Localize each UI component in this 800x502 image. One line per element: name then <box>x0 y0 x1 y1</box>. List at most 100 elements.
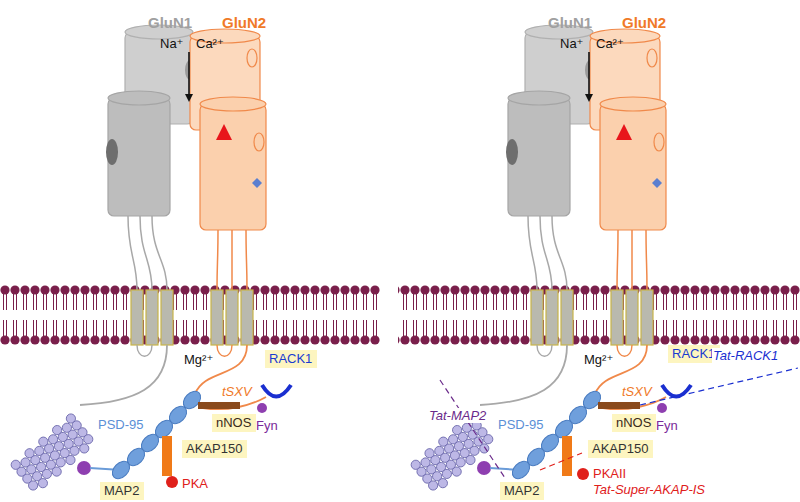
ion-flow-arrow <box>188 52 190 100</box>
map2-protein <box>77 461 91 475</box>
glun2-domain <box>200 97 266 111</box>
rack1-protein <box>262 385 291 397</box>
diagram-label: Ca²⁺ <box>596 36 624 51</box>
glun1-site <box>106 139 118 165</box>
loop <box>537 345 552 356</box>
diagram-label: Fyn <box>256 418 278 433</box>
pka-protein <box>166 476 178 488</box>
tm-helix <box>641 290 653 345</box>
protein-name: MAP2 <box>104 484 140 498</box>
panel <box>398 25 800 495</box>
diagram-label: Tat-Super-AKAP-IS <box>593 482 705 497</box>
glun1-domain <box>508 91 570 105</box>
glun2-domain <box>600 104 666 230</box>
microtubule <box>409 412 497 495</box>
glun1-c-tail <box>480 345 567 405</box>
diagram-label: GluN2 <box>622 14 666 31</box>
protein-name: RACK1 <box>672 347 716 361</box>
linker <box>646 230 647 290</box>
akap150-protein <box>162 436 172 476</box>
diagram-label: Mg²⁺ <box>184 352 213 367</box>
glun1-domain <box>108 91 170 105</box>
protein-name: RACK1 <box>269 352 313 366</box>
pdz-domain <box>509 458 533 482</box>
tat-akap-line <box>540 453 582 470</box>
diagram-label: PSD-95 <box>98 417 144 432</box>
diagram-label: Fyn <box>656 418 678 433</box>
tm-helix <box>131 290 143 345</box>
glun2-domain <box>200 104 266 230</box>
glun2-site <box>247 49 257 67</box>
tm-helix <box>546 290 558 345</box>
loop <box>137 345 152 356</box>
lipid-bilayer <box>0 285 380 345</box>
fyn-protein <box>657 403 667 413</box>
loop <box>617 345 632 356</box>
linker <box>631 230 633 290</box>
linker <box>217 230 218 290</box>
panel <box>0 25 380 495</box>
diagram-label: GluN1 <box>148 14 192 31</box>
diagram-label: tSXV <box>222 384 252 399</box>
microtubule <box>9 412 97 495</box>
highlight-box: MAP2 <box>100 482 144 500</box>
lipid-bilayer <box>398 285 800 345</box>
nnos-protein <box>198 402 240 409</box>
nnos-protein <box>598 402 640 409</box>
diagram-label: Na⁺ <box>560 36 583 51</box>
tm-helix <box>146 290 158 345</box>
tm-helix <box>241 290 253 345</box>
linker <box>140 216 152 290</box>
diagram-label: PKAII <box>593 466 626 481</box>
tm-helix <box>226 290 238 345</box>
tm-helix <box>161 290 173 345</box>
tm-helix <box>531 290 543 345</box>
protein-name: nNOS <box>216 416 252 430</box>
pka-protein <box>577 468 589 480</box>
highlight-box: AKAP150 <box>588 440 653 458</box>
diagram-label: PSD-95 <box>498 417 544 432</box>
diagram-label: tSXV <box>622 384 652 399</box>
linker <box>528 216 537 290</box>
psd95-linker <box>490 400 592 470</box>
tm-helix <box>211 290 223 345</box>
rack1-protein <box>662 385 691 397</box>
highlight-box: nNOS <box>612 414 656 432</box>
protein-name: MAP2 <box>504 484 540 498</box>
linker <box>152 216 167 290</box>
diagram-label: Ca²⁺ <box>196 36 224 51</box>
glun1-site <box>506 139 518 165</box>
tm-helix <box>626 290 638 345</box>
linker <box>246 230 247 290</box>
tat-rack1-line <box>640 368 798 405</box>
highlight-box: nNOS <box>212 414 256 432</box>
tubulin <box>82 433 95 446</box>
protein-name: AKAP150 <box>186 442 243 456</box>
diagram-label: GluN1 <box>548 14 592 31</box>
protein-name: nNOS <box>616 416 652 430</box>
diagram-label: Tat-RACK1 <box>712 348 779 363</box>
ion-flow-arrow <box>588 52 590 100</box>
diagram-label: Tat-MAP2 <box>428 408 487 423</box>
glun2-domain <box>600 97 666 111</box>
glun2-site <box>654 133 664 151</box>
fyn-protein <box>257 403 267 413</box>
modulator-site <box>252 178 262 188</box>
tat-map2-line <box>440 380 505 478</box>
tubulin <box>482 433 495 446</box>
modulator-site <box>652 178 662 188</box>
diagram-label: GluN2 <box>222 14 266 31</box>
highlight-box: MAP2 <box>500 482 544 500</box>
pdz-domain <box>109 458 133 482</box>
highlight-box: RACK1 <box>265 350 317 368</box>
map2-protein <box>477 461 491 475</box>
tm-helix <box>561 290 573 345</box>
linker <box>231 230 233 290</box>
glutamate-site <box>616 124 632 140</box>
glutamate-site <box>216 124 232 140</box>
tm-helix <box>611 290 623 345</box>
akap150-protein <box>562 436 572 476</box>
linker <box>128 216 137 290</box>
